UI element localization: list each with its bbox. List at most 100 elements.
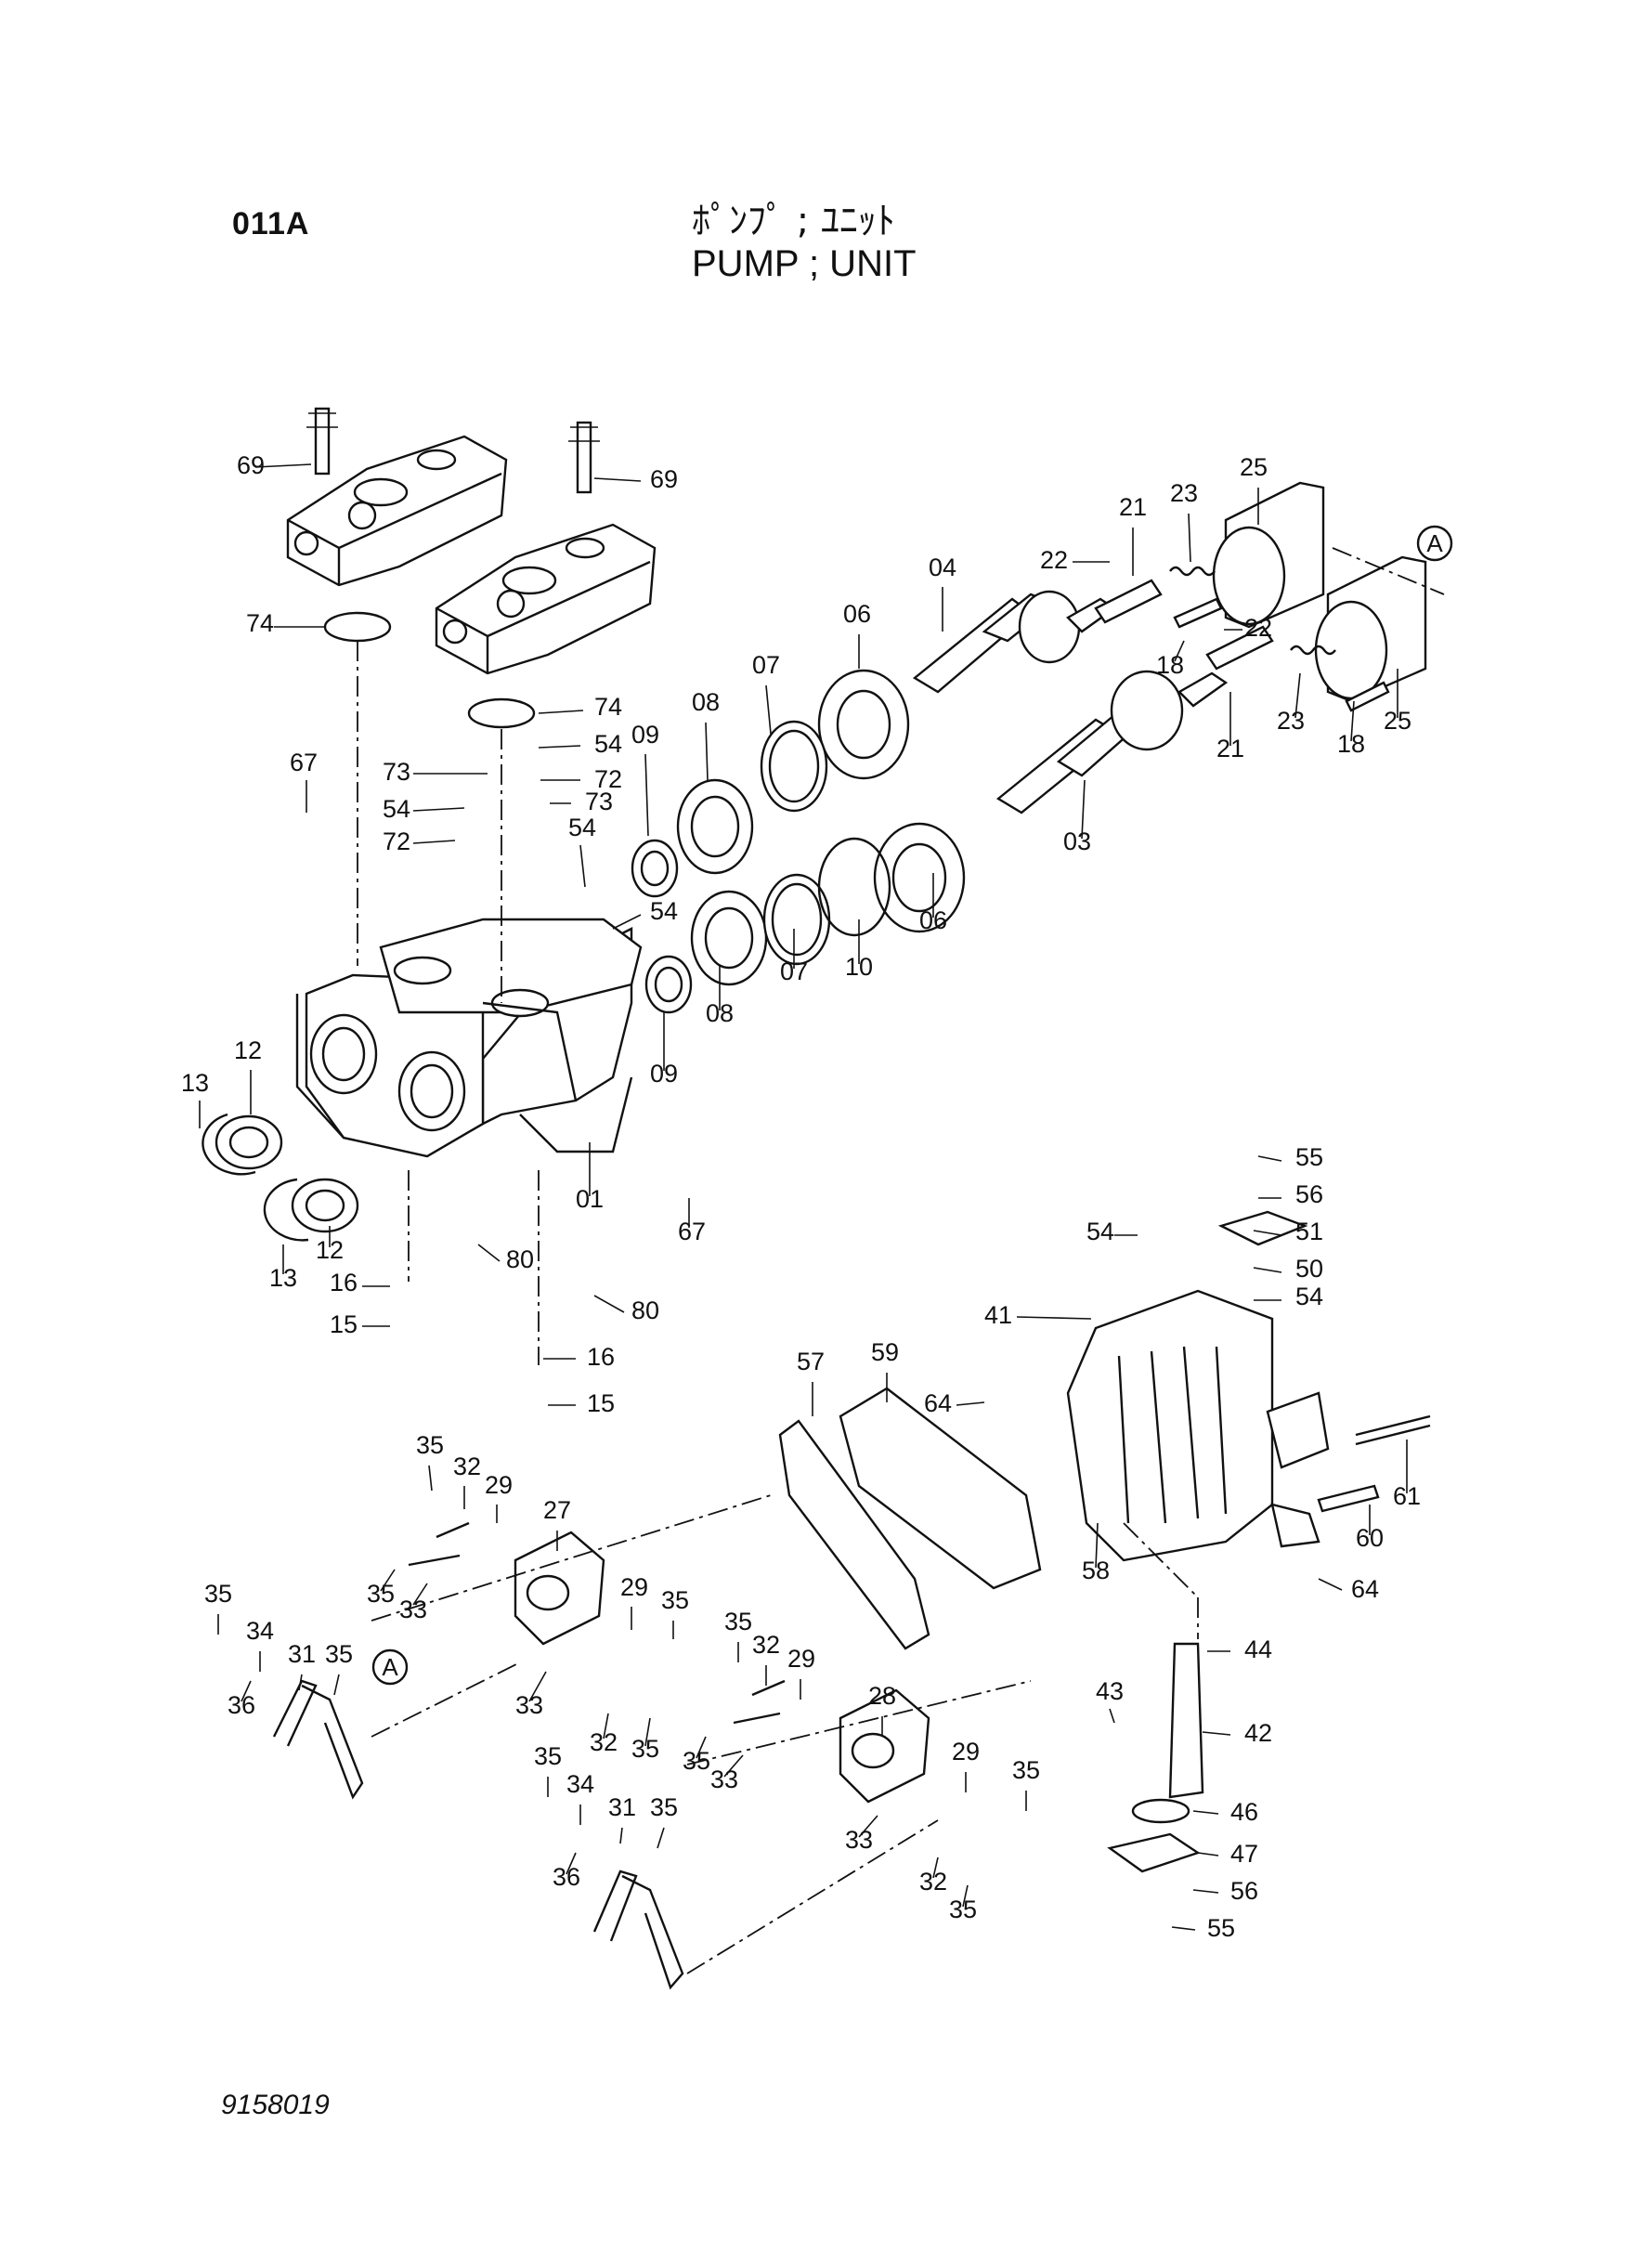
- leader-line-23: [1188, 513, 1191, 563]
- part-label-42: 42: [1244, 1719, 1272, 1747]
- part-label-51: 51: [1295, 1218, 1323, 1245]
- part-label-22: 22: [1040, 546, 1068, 574]
- leader-line-46: [1192, 1810, 1219, 1815]
- bolt-61: [1355, 1414, 1431, 1446]
- part-label-33: 33: [399, 1596, 427, 1623]
- part-label-54: 54: [1086, 1218, 1114, 1245]
- title-english: PUMP ; UNIT: [692, 243, 917, 284]
- part-label-55: 55: [1295, 1143, 1323, 1171]
- svg-text:A: A: [1426, 529, 1443, 557]
- leader-line-42: [1202, 1731, 1231, 1736]
- pipe-42: [1168, 1642, 1204, 1799]
- part-label-25: 25: [1384, 707, 1411, 735]
- part-label-21: 21: [1216, 735, 1244, 762]
- part-label-59: 59: [871, 1338, 899, 1366]
- leader-line-18: [1174, 640, 1185, 662]
- leader-line-35: [962, 1884, 969, 1908]
- leader-line-33: [528, 1671, 547, 1702]
- part-label-08: 08: [692, 688, 720, 716]
- leader-line-74: [538, 710, 584, 714]
- part-label-54: 54: [1295, 1283, 1323, 1310]
- part-label-32: 32: [590, 1728, 618, 1756]
- leader-line-33: [412, 1583, 428, 1606]
- part-label-31: 31: [288, 1640, 316, 1668]
- part-label-58: 58: [1082, 1557, 1110, 1584]
- snap-ring-13-lower: [263, 1178, 309, 1242]
- leader-line-35: [657, 1827, 665, 1849]
- leader-line-55: [1257, 1155, 1282, 1162]
- part-label-29: 29: [620, 1573, 648, 1601]
- section-code: 011A: [232, 206, 310, 241]
- leader-line-07: [765, 684, 772, 735]
- part-label-16: 16: [587, 1343, 615, 1371]
- part-label-09: 09: [650, 1060, 678, 1088]
- leader-line-35: [333, 1674, 340, 1696]
- part-label-33: 33: [515, 1691, 543, 1719]
- part-label-12: 12: [316, 1236, 344, 1264]
- oil-seal-12-upper: [215, 1114, 283, 1170]
- part-label-54: 54: [568, 814, 596, 841]
- part-label-21: 21: [1119, 493, 1147, 521]
- leader-line-41: [1016, 1316, 1092, 1320]
- part-label-16: 16: [330, 1269, 358, 1296]
- leader-line-31: [619, 1827, 623, 1844]
- o-ring-46: [1131, 1798, 1190, 1824]
- leader-line-51: [1253, 1230, 1282, 1236]
- gasket-57: [778, 1419, 930, 1650]
- part-label-22: 22: [1244, 614, 1272, 642]
- leader-line-69: [254, 463, 312, 468]
- part-label-08: 08: [706, 999, 734, 1027]
- leader-line-72: [412, 840, 456, 844]
- part-label-60: 60: [1356, 1524, 1384, 1552]
- part-label-57: 57: [797, 1348, 825, 1375]
- leader-line-31: [298, 1674, 303, 1691]
- part-label-35: 35: [367, 1580, 395, 1608]
- o-ring-74-right: [467, 697, 536, 729]
- part-label-80: 80: [506, 1245, 534, 1273]
- svg-text:A: A: [382, 1653, 398, 1681]
- part-label-80: 80: [631, 1296, 659, 1324]
- leader-line-08: [705, 722, 709, 781]
- leader-line-80: [477, 1244, 501, 1262]
- part-label-56: 56: [1295, 1180, 1323, 1208]
- oil-seal-12-lower: [291, 1178, 359, 1233]
- leader-line-64: [956, 1401, 985, 1406]
- part-label-25: 25: [1240, 453, 1268, 481]
- part-label-46: 46: [1230, 1798, 1258, 1826]
- leader-line-43: [1109, 1708, 1115, 1724]
- part-label-06: 06: [919, 906, 947, 934]
- part-label-74: 74: [594, 693, 622, 721]
- lever-assembly-28: [733, 1679, 930, 1804]
- part-label-29: 29: [952, 1738, 980, 1765]
- drive-shaft-04: [912, 590, 1117, 694]
- pistons-and-springs: [1094, 566, 1390, 712]
- part-label-18: 18: [1337, 730, 1365, 758]
- part-label-18: 18: [1156, 651, 1184, 679]
- part-label-32: 32: [919, 1868, 947, 1896]
- part-label-69: 69: [237, 451, 265, 479]
- part-label-04: 04: [929, 554, 956, 581]
- part-label-27: 27: [543, 1496, 571, 1524]
- leader-line-35: [380, 1569, 396, 1592]
- regulator-valve-right: [435, 421, 657, 675]
- leader-line-35: [644, 1717, 651, 1747]
- part-label-44: 44: [1244, 1635, 1272, 1663]
- part-label-64: 64: [924, 1389, 952, 1417]
- part-label-56: 56: [1230, 1877, 1258, 1905]
- leader-line-69: [593, 477, 642, 482]
- leader-line-55: [1171, 1926, 1196, 1931]
- part-label-69: 69: [650, 465, 678, 493]
- housing-41: [1066, 1210, 1330, 1562]
- part-label-09: 09: [631, 721, 659, 749]
- leader-line-33: [858, 1815, 878, 1838]
- leader-line-54: [412, 807, 465, 812]
- leader-line-03: [1081, 779, 1086, 840]
- part-label-35: 35: [661, 1586, 689, 1614]
- part-label-72: 72: [383, 827, 410, 855]
- part-label-67: 67: [290, 749, 318, 776]
- leader-line-35: [428, 1465, 433, 1492]
- part-label-13: 13: [269, 1264, 297, 1292]
- part-label-33: 33: [845, 1826, 873, 1854]
